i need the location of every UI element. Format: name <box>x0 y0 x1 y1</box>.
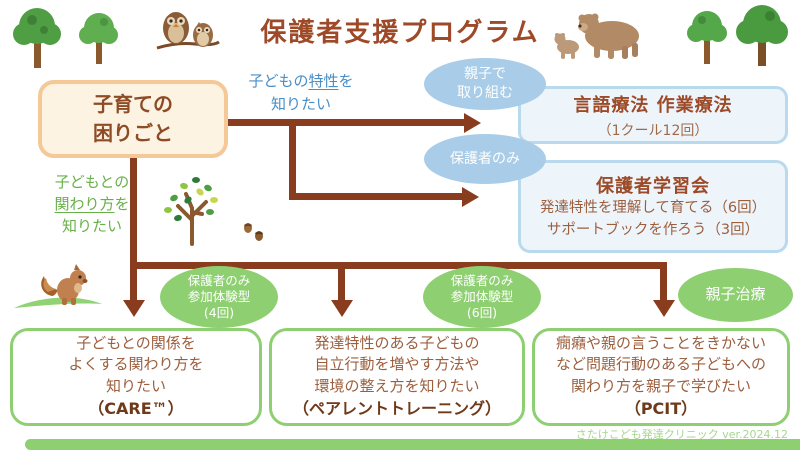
arrow-shaft-rail <box>130 262 667 269</box>
arrow-shaft-branch-down <box>289 119 296 200</box>
program-line: サポートブックを作ろう（3回） <box>546 221 760 238</box>
oval-line: 保護者のみ <box>450 150 520 167</box>
oval-line: 参加体験型 <box>187 288 251 304</box>
arrow-shaft-to-study-group <box>289 193 464 200</box>
label-blue-line2: 知りたい <box>270 94 331 113</box>
arrow-shaft-to-therapy <box>228 119 466 126</box>
arrow-shaft-main-down <box>130 158 137 269</box>
oval-line: 参加体験型 <box>450 288 514 304</box>
page-title: 保護者支援プログラム <box>260 18 540 48</box>
arrow-shaft-to-care <box>130 262 137 301</box>
oval-line: 親子治療 <box>705 285 766 304</box>
program-subtitle: （1クール12回） <box>597 122 709 139</box>
label-green-post: を <box>114 194 130 213</box>
oval-parent-child-together: 親子で 取り組む <box>424 58 546 110</box>
program-name: （PCIT） <box>624 398 698 418</box>
label-blue-pre: 子どもの <box>248 72 309 90</box>
trees-top-right-icon <box>682 2 794 68</box>
program-line: 発達特性のある子どもの <box>314 334 480 353</box>
program-line: など問題行動のある子どもへの <box>555 355 766 374</box>
start-box-line2: 困りごと <box>93 121 173 145</box>
trees-top-left-icon <box>8 4 120 70</box>
oval-line: 保護者のみ <box>450 272 514 288</box>
oval-guardians-only-4-sessions: 保護者のみ 参加体験型 (4回) <box>160 266 278 328</box>
label-green-line3: 知りたい <box>61 216 122 235</box>
label-green-line1: 子どもとの <box>54 173 130 191</box>
arrowhead-to-pcit-icon <box>652 300 675 317</box>
arrow-shaft-to-parent-training <box>338 269 345 301</box>
program-line: 知りたい <box>105 376 166 395</box>
program-box-care: 子どもとの関係を よくする関わり方を 知りたい （CARE™） <box>10 328 262 426</box>
label-want-to-know-involvement: 子どもとの 関わり方を 知りたい <box>36 172 148 237</box>
label-green-underline: 関わり方 <box>54 194 115 213</box>
oval-guardians-only-blue: 保護者のみ <box>424 134 546 184</box>
start-box-line1: 子育ての <box>93 92 173 116</box>
owls-on-branch-icon <box>155 6 221 54</box>
program-line: よくする関わり方を <box>68 355 204 374</box>
oval-line: (6回) <box>466 305 498 321</box>
bottom-green-bar <box>25 439 800 450</box>
start-box-parenting-troubles: 子育ての 困りごと <box>38 80 228 158</box>
bear-and-cub-icon <box>552 10 648 60</box>
program-line: 環境の整え方を知りたい <box>314 376 480 395</box>
program-line: 関わり方を親子で学びたい <box>570 376 751 395</box>
program-title: 保護者学習会 <box>596 175 710 197</box>
program-box-speech-occupational-therapy: 言語療法 作業療法 （1クール12回） <box>518 86 788 144</box>
oval-line: 保護者のみ <box>187 272 251 288</box>
arrowhead-to-therapy-icon <box>464 112 481 133</box>
label-want-to-know-traits: 子どもの特性を 知りたい <box>230 70 372 115</box>
arrowhead-to-study-group-icon <box>462 186 479 207</box>
label-blue-underline: 特性 <box>308 72 339 90</box>
acorns-icon <box>242 220 266 244</box>
program-name: （CARE™） <box>88 398 184 418</box>
oval-line: (4回) <box>203 305 235 321</box>
program-name: （ペアレントトレーニング） <box>292 398 501 418</box>
program-box-parent-training: 発達特性のある子どもの 自立行動を増やす方法や 環境の整え方を知りたい （ペアレ… <box>269 328 525 426</box>
program-line: 発達特性を理解して育てる（6回） <box>539 199 767 216</box>
oval-line: 取り組む <box>457 85 513 101</box>
program-line: 自立行動を増やす方法や <box>314 355 480 374</box>
sparse-tree-icon <box>152 168 232 248</box>
program-box-guardian-study-group: 保護者学習会 発達特性を理解して育てる（6回） サポートブックを作ろう（3回） <box>518 160 788 253</box>
arrow-shaft-to-pcit <box>660 269 667 301</box>
oval-parent-child-therapy: 親子治療 <box>678 268 793 322</box>
program-box-pcit: 癇癪や親の言うことをきかない など問題行動のある子どもへの 関わり方を親子で学び… <box>532 328 790 426</box>
arrowhead-to-parent-training-icon <box>330 300 353 317</box>
clinic-credit: さたけこども発達クリニック ver.2024.12 <box>575 428 788 441</box>
program-title: 言語療法 作業療法 <box>573 94 733 116</box>
oval-line: 親子で <box>464 66 506 83</box>
program-line: 癇癪や親の言うことをきかない <box>555 334 766 353</box>
oval-guardians-only-6-sessions: 保護者のみ 参加体験型 (6回) <box>423 266 541 328</box>
squirrel-icon <box>12 258 104 314</box>
label-blue-post: を <box>338 72 354 90</box>
arrowhead-to-care-icon <box>122 300 145 317</box>
program-line: 子どもとの関係を <box>76 334 196 353</box>
